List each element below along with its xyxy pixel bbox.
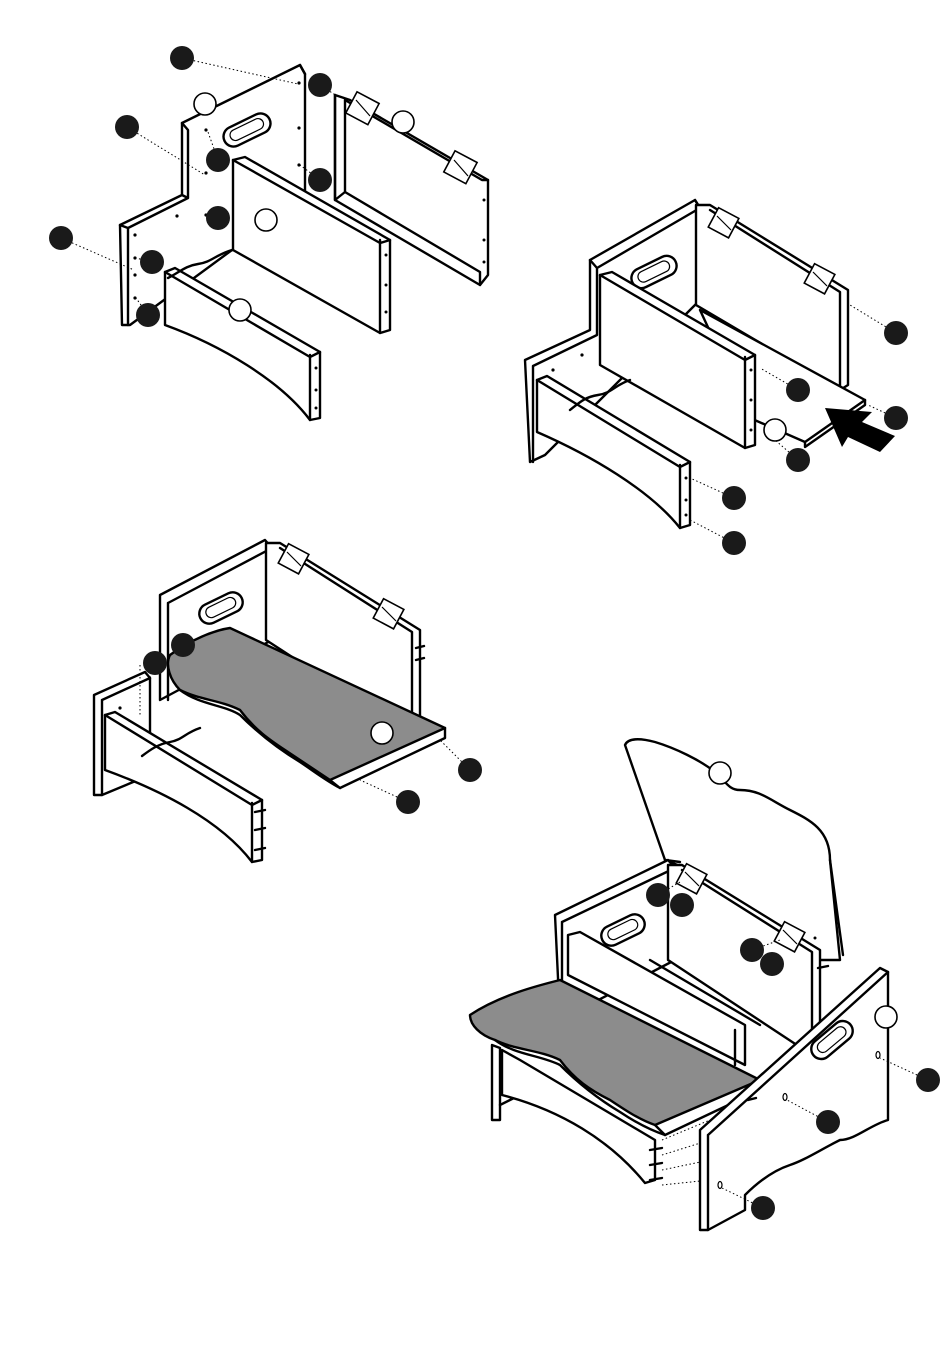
callout-bullet <box>670 893 694 917</box>
callout-bullet <box>916 1068 940 1092</box>
callout-bullet <box>143 651 167 675</box>
step-2-assembly-view <box>525 200 908 555</box>
callout-bullet <box>396 790 420 814</box>
callout-bullet <box>740 938 764 962</box>
front-apron <box>165 268 320 420</box>
part-marker <box>371 722 393 744</box>
callout-bullet <box>170 46 194 70</box>
seat-top <box>470 980 760 1125</box>
step-1-exploded-view <box>49 46 488 420</box>
callout-bullet <box>171 633 195 657</box>
callout-bullet <box>49 226 73 250</box>
callout-bullet <box>206 148 230 172</box>
part-marker <box>194 93 216 115</box>
callout-bullet <box>308 73 332 97</box>
front-apron <box>105 712 262 862</box>
callout-bullet <box>308 168 332 192</box>
callout-bullet <box>884 321 908 345</box>
part-marker <box>764 419 786 441</box>
part-marker <box>255 209 277 231</box>
callout-bullet <box>751 1196 775 1220</box>
step-3-seat-installation <box>94 540 482 862</box>
callout-bullet <box>458 758 482 782</box>
callout-bullet <box>786 448 810 472</box>
callout-bullet <box>115 115 139 139</box>
part-marker <box>875 1006 897 1028</box>
side-panel-left <box>492 1045 500 1120</box>
callout-bullet <box>722 531 746 555</box>
part-marker <box>392 111 414 133</box>
callout-bullet <box>884 406 908 430</box>
callout-bullet <box>722 486 746 510</box>
callout-bullet <box>140 250 164 274</box>
part-marker <box>229 299 251 321</box>
callout-bullet <box>646 883 670 907</box>
callout-bullet <box>760 952 784 976</box>
callout-bullet <box>786 378 810 402</box>
part-marker <box>709 762 731 784</box>
callout-bullet <box>816 1110 840 1134</box>
step-4-final-assembly <box>470 739 940 1230</box>
callout-bullet <box>136 303 160 327</box>
callout-bullet <box>206 206 230 230</box>
